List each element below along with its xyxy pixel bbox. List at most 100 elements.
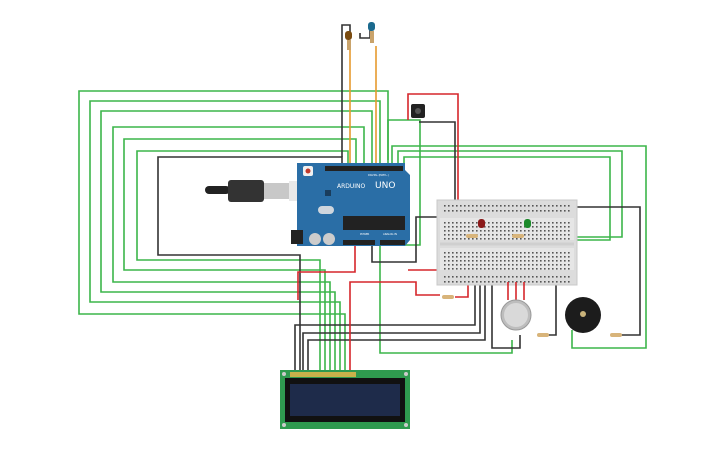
breadboard-hole bbox=[516, 276, 518, 278]
breadboard-hole bbox=[444, 276, 446, 278]
breadboard-hole bbox=[540, 260, 542, 262]
breadboard-hole bbox=[516, 252, 518, 254]
breadboard-hole bbox=[540, 268, 542, 270]
breadboard-hole bbox=[528, 234, 530, 236]
breadboard-hole bbox=[512, 210, 514, 212]
breadboard-hole bbox=[536, 256, 538, 258]
breadboard-hole bbox=[464, 205, 466, 207]
breadboard-hole bbox=[444, 226, 446, 228]
breadboard-hole bbox=[552, 252, 554, 254]
breadboard-hole bbox=[464, 210, 466, 212]
usb-cable bbox=[205, 180, 301, 202]
breadboard-hole bbox=[444, 264, 446, 266]
breadboard-hole bbox=[444, 222, 446, 224]
breadboard-hole bbox=[524, 205, 526, 207]
breadboard-hole bbox=[508, 264, 510, 266]
red-led[interactable] bbox=[478, 219, 485, 228]
breadboard-hole bbox=[556, 226, 558, 228]
lcd-16x2[interactable] bbox=[280, 370, 410, 429]
breadboard-hole bbox=[476, 268, 478, 270]
breadboard-hole bbox=[540, 276, 542, 278]
breadboard-hole bbox=[520, 281, 522, 283]
breadboard-hole bbox=[500, 276, 502, 278]
breadboard-hole bbox=[496, 281, 498, 283]
breadboard-hole bbox=[468, 210, 470, 212]
digital-header[interactable] bbox=[325, 166, 403, 171]
breadboard-hole bbox=[464, 264, 466, 266]
breadboard-hole bbox=[532, 276, 534, 278]
breadboard-hole bbox=[524, 210, 526, 212]
breadboard-hole bbox=[520, 222, 522, 224]
breadboard-hole bbox=[532, 234, 534, 236]
breadboard-hole bbox=[548, 210, 550, 212]
breadboard-hole bbox=[476, 281, 478, 283]
breadboard-hole bbox=[456, 256, 458, 258]
gas-sensor[interactable] bbox=[500, 282, 532, 331]
breadboard-hole bbox=[540, 210, 542, 212]
resistors bbox=[442, 234, 622, 337]
breadboard-hole bbox=[516, 238, 518, 240]
breadboard-hole bbox=[520, 210, 522, 212]
piezo-buzzer[interactable] bbox=[565, 297, 601, 333]
breadboard-hole bbox=[548, 252, 550, 254]
breadboard-hole bbox=[464, 238, 466, 240]
breadboard-hole bbox=[524, 264, 526, 266]
breadboard-hole bbox=[516, 281, 518, 283]
breadboard-hole bbox=[552, 210, 554, 212]
pushbutton[interactable] bbox=[411, 104, 425, 118]
breadboard-hole bbox=[516, 260, 518, 262]
breadboard-hole bbox=[444, 210, 446, 212]
lcd-pins[interactable] bbox=[290, 372, 356, 377]
breadboard-hole bbox=[508, 281, 510, 283]
breadboard-hole bbox=[536, 226, 538, 228]
blue-led[interactable] bbox=[368, 22, 375, 43]
breadboard-hole bbox=[516, 256, 518, 258]
breadboard-hole bbox=[548, 222, 550, 224]
breadboard-hole bbox=[492, 205, 494, 207]
breadboard-hole bbox=[488, 256, 490, 258]
breadboard-hole bbox=[528, 238, 530, 240]
breadboard-hole bbox=[556, 256, 558, 258]
orange-led[interactable] bbox=[345, 31, 352, 50]
breadboard-hole bbox=[536, 210, 538, 212]
breadboard-hole bbox=[560, 276, 562, 278]
breadboard-hole bbox=[448, 260, 450, 262]
breadboard-hole bbox=[532, 226, 534, 228]
breadboard-hole bbox=[504, 252, 506, 254]
breadboard-hole bbox=[448, 238, 450, 240]
breadboard-hole bbox=[568, 210, 570, 212]
breadboard-hole bbox=[564, 260, 566, 262]
breadboard-hole bbox=[552, 276, 554, 278]
breadboard-hole bbox=[460, 238, 462, 240]
breadboard-hole bbox=[512, 256, 514, 258]
analog-header[interactable] bbox=[380, 240, 405, 245]
breadboard-hole bbox=[504, 281, 506, 283]
breadboard-hole bbox=[456, 205, 458, 207]
arduino-uno[interactable]: ARDUINO UNO DIGITAL (PWM~) POWER ANALOG … bbox=[291, 163, 410, 246]
breadboard-hole bbox=[568, 260, 570, 262]
breadboard[interactable] bbox=[436, 199, 578, 286]
breadboard-hole bbox=[476, 238, 478, 240]
breadboard-hole bbox=[456, 268, 458, 270]
breadboard-hole bbox=[460, 252, 462, 254]
breadboard-hole bbox=[552, 256, 554, 258]
breadboard-hole bbox=[472, 256, 474, 258]
power-header[interactable] bbox=[343, 240, 375, 245]
breadboard-hole bbox=[464, 252, 466, 254]
breadboard-hole bbox=[508, 226, 510, 228]
breadboard-hole bbox=[460, 222, 462, 224]
green-led[interactable] bbox=[524, 219, 531, 228]
breadboard-hole bbox=[500, 205, 502, 207]
breadboard-hole bbox=[456, 264, 458, 266]
atmega-chip bbox=[343, 216, 405, 230]
breadboard-hole bbox=[504, 260, 506, 262]
breadboard-hole bbox=[520, 226, 522, 228]
breadboard-hole bbox=[556, 268, 558, 270]
breadboard-hole bbox=[512, 252, 514, 254]
breadboard-hole bbox=[544, 276, 546, 278]
breadboard-hole bbox=[556, 252, 558, 254]
breadboard-hole bbox=[564, 252, 566, 254]
breadboard-hole bbox=[552, 234, 554, 236]
breadboard-hole bbox=[484, 264, 486, 266]
breadboard-hole bbox=[536, 264, 538, 266]
